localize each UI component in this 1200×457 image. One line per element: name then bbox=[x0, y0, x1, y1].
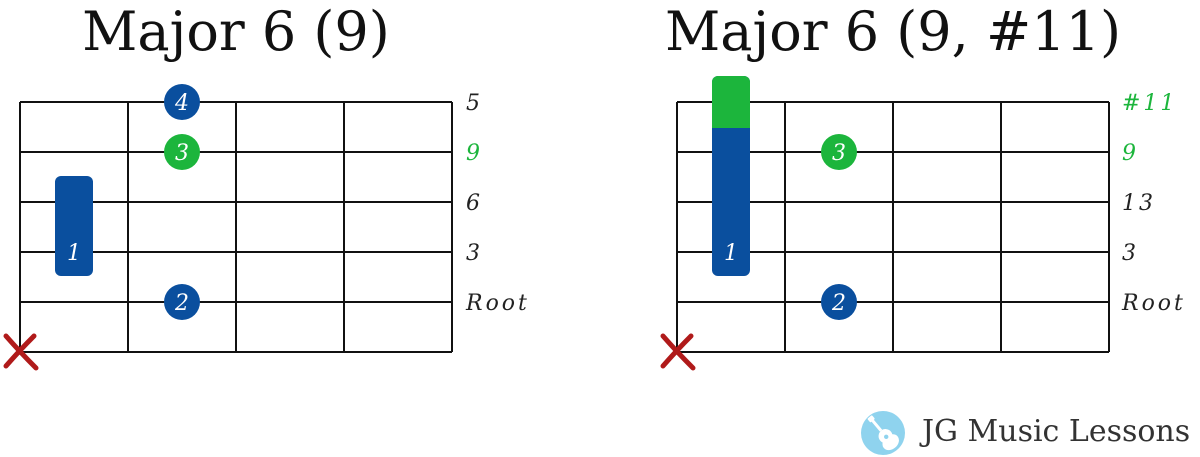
barre-top-marker bbox=[712, 116, 750, 128]
barre-top-marker bbox=[712, 76, 750, 128]
finger-markers: 1 2 3 bbox=[712, 76, 857, 320]
finger-dot bbox=[821, 284, 857, 320]
finger-number: 2 bbox=[174, 291, 189, 316]
interval-label: 3 bbox=[1122, 241, 1139, 266]
finger-number: 1 bbox=[724, 241, 738, 266]
finger-number: 3 bbox=[175, 141, 189, 166]
finger-dot bbox=[164, 134, 200, 170]
brand-name: JG Music Lessons bbox=[922, 414, 1191, 449]
mute-stroke bbox=[3, 333, 37, 369]
finger-number: 3 bbox=[832, 141, 846, 166]
mute-stroke bbox=[660, 333, 694, 369]
interval-label: 6 bbox=[466, 191, 483, 216]
finger-dot bbox=[164, 284, 200, 320]
brand-watermark: JG Music Lessons bbox=[860, 410, 1200, 455]
barre-marker bbox=[55, 176, 93, 276]
finger-number: 4 bbox=[174, 91, 189, 116]
interval-label: Root bbox=[465, 291, 530, 316]
interval-label: 5 bbox=[466, 91, 483, 116]
interval-label: 9 bbox=[1122, 141, 1139, 166]
interval-label: 3 bbox=[466, 241, 483, 266]
finger-dot bbox=[821, 134, 857, 170]
interval-label: 9 bbox=[466, 141, 483, 166]
finger-markers: 1 2 3 4 bbox=[55, 84, 200, 320]
interval-label: #11 bbox=[1122, 91, 1177, 116]
chord-title: Major 6 (9, #11) bbox=[665, 0, 1121, 63]
muted-string-x-icon bbox=[3, 333, 39, 371]
interval-label: 13 bbox=[1122, 191, 1156, 216]
finger-number: 2 bbox=[831, 291, 846, 316]
finger-number: 1 bbox=[67, 241, 81, 266]
chord-title: Major 6 (9) bbox=[82, 0, 390, 63]
interval-label: Root bbox=[1121, 291, 1186, 316]
finger-dot bbox=[164, 84, 200, 120]
guitar-logo-icon bbox=[861, 411, 905, 455]
muted-string-x-icon bbox=[660, 333, 696, 371]
